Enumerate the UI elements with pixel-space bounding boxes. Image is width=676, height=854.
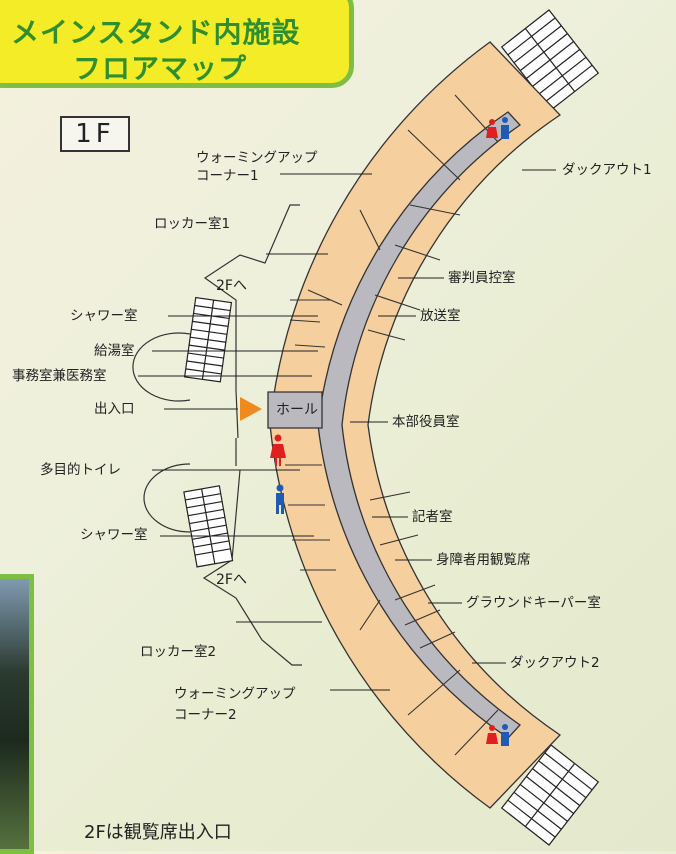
map-title-line1: メインスタンド内施設 <box>11 16 301 49</box>
label-disabled-seats: 身障者用観覧席 <box>436 552 531 568</box>
hall-label: ホール <box>276 402 318 418</box>
stairs-upper-label: 2Fへ <box>216 278 247 294</box>
label-shower-2: シャワー室 <box>80 527 148 543</box>
stadium-photo <box>0 574 34 854</box>
stairs-icon <box>183 9 600 846</box>
building-arc <box>267 41 562 809</box>
male-toilet-icon <box>276 117 509 746</box>
label-entrance: 出入口 <box>94 401 135 417</box>
restroom-icon <box>270 117 509 746</box>
room-dividers <box>268 94 499 756</box>
label-broadcast: 放送室 <box>420 308 461 324</box>
floor-badge: 1F <box>60 116 130 152</box>
label-locker-1: ロッカー室1 <box>154 216 231 232</box>
label-warmup-1-line1: ウォーミングアップ <box>196 150 318 166</box>
label-warmup-1-line2: コーナー1 <box>196 168 259 184</box>
label-hq-officials: 本部役員室 <box>392 414 460 430</box>
map-title-line2: フロアマップ <box>73 52 248 85</box>
label-warmup-2-line1: ウォーミングアップ <box>174 686 296 702</box>
label-groundkeeper: グラウンドキーパー室 <box>466 595 601 611</box>
label-multi-toilet: 多目的トイレ <box>40 462 121 478</box>
entrance-arrow-icon <box>240 397 262 421</box>
label-dugout-2: ダックアウト2 <box>510 655 600 671</box>
label-warmup-2-line2: コーナー2 <box>174 707 237 723</box>
label-kyuto: 給湯室 <box>94 343 135 359</box>
map-title-box: メインスタンド内施設 フロアマップ <box>0 0 354 88</box>
leader-lines <box>138 169 556 691</box>
west-outline <box>132 204 302 666</box>
label-dugout-1: ダックアウト1 <box>562 162 652 178</box>
label-locker-2: ロッカー室2 <box>140 644 217 660</box>
female-toilet-icon <box>270 119 498 744</box>
footer-note: 2Fは観覧席出入口 <box>84 822 232 843</box>
label-referee: 審判員控室 <box>448 270 516 286</box>
label-shower-1: シャワー室 <box>70 308 138 324</box>
label-office-medical: 事務室兼医務室 <box>12 368 107 384</box>
label-press: 記者室 <box>412 509 453 525</box>
stairs-lower-label: 2Fへ <box>216 572 247 588</box>
